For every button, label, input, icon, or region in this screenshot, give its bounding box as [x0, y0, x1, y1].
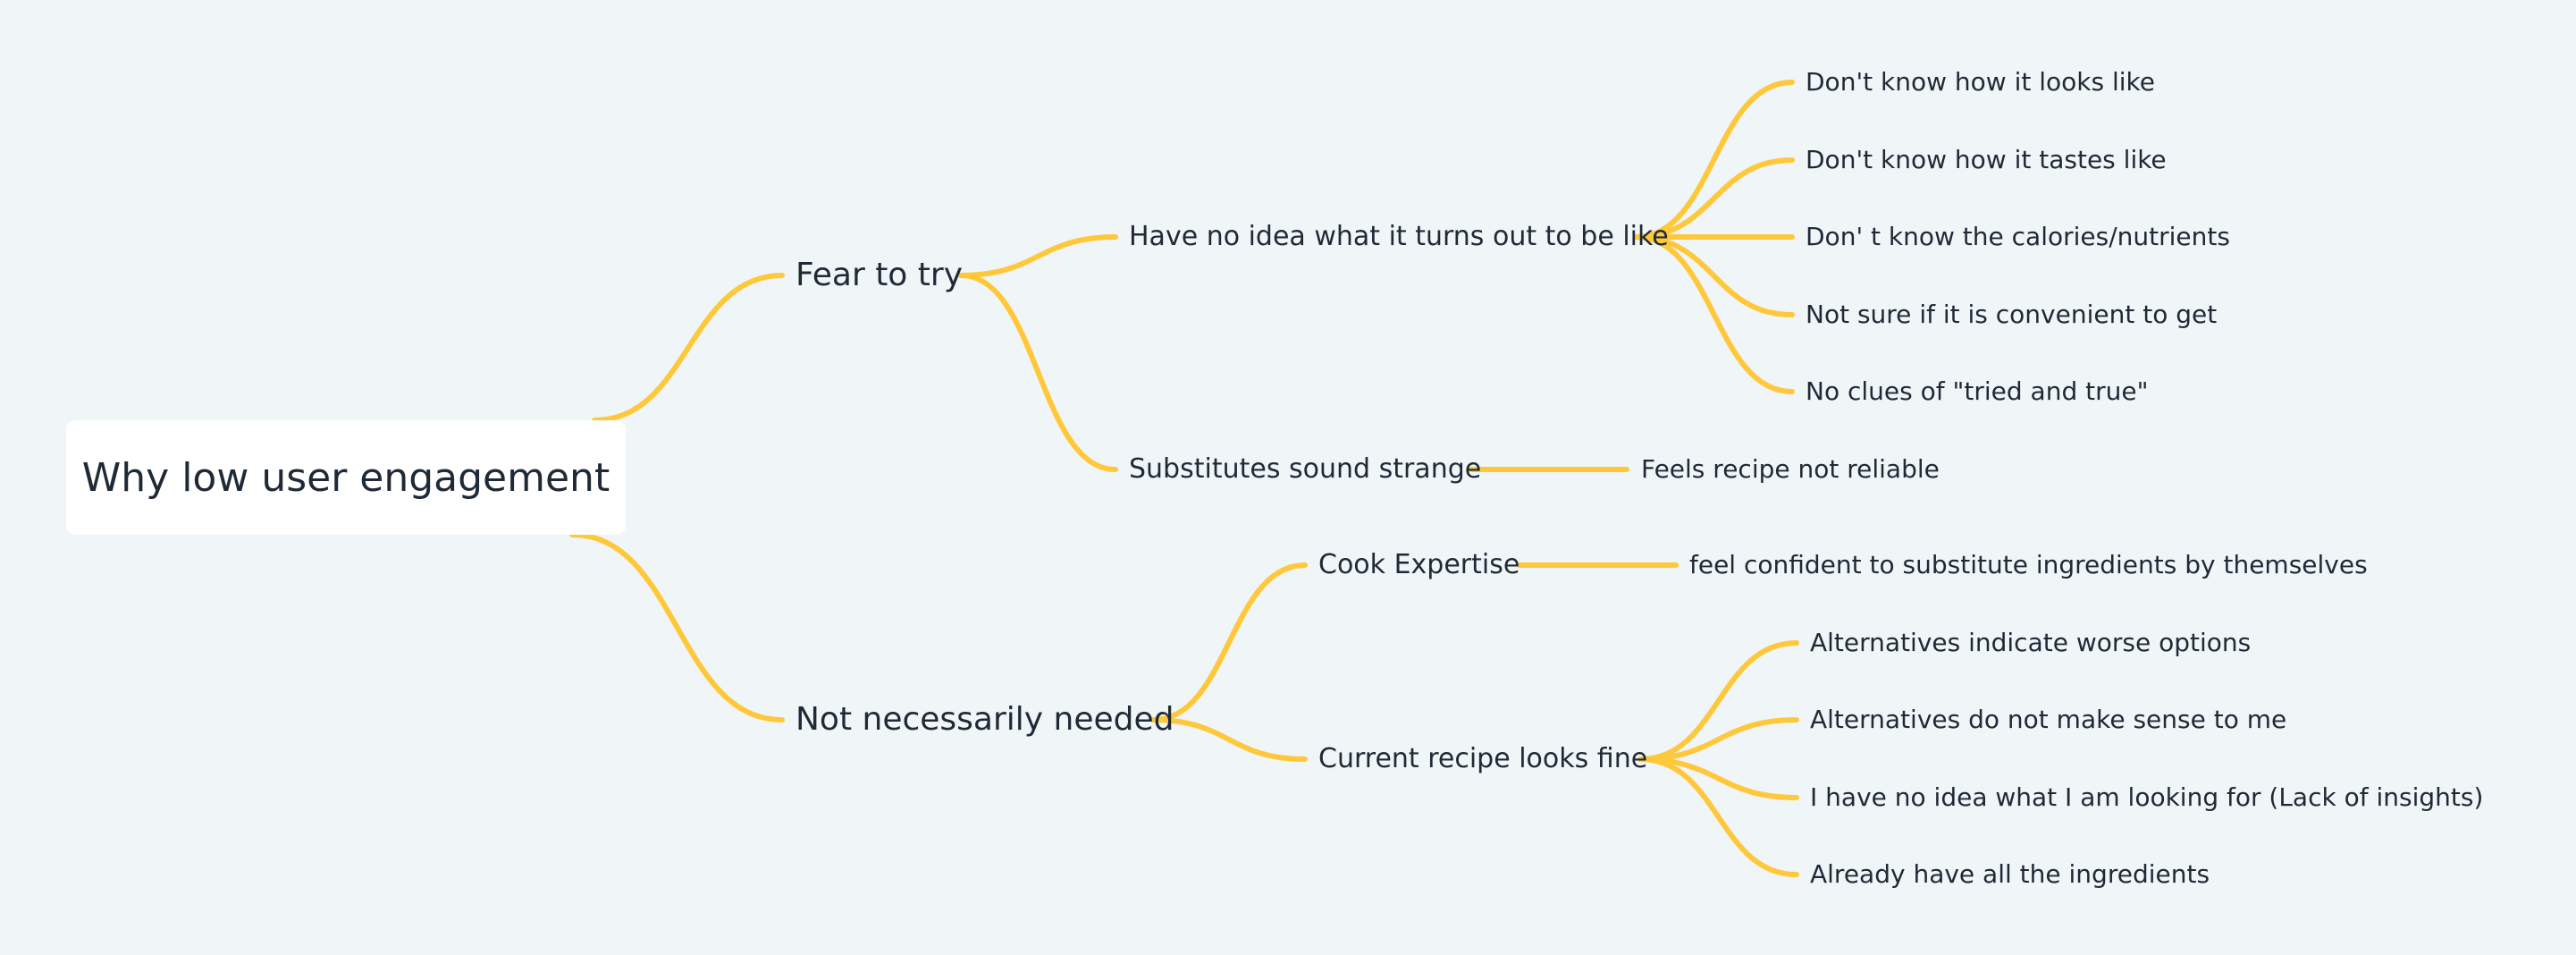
- edge-noidea-leaf-1: [1633, 157, 1795, 240]
- edge-noidea-leaf-0: [1633, 80, 1795, 240]
- leaf-look[interactable]: Don't know how it looks like: [1806, 67, 2155, 97]
- edge-noidea-leaf-4: [1633, 234, 1795, 394]
- branch-not-necessarily-needed[interactable]: Not necessarily needed: [796, 701, 1174, 738]
- leaf-tried-true[interactable]: No clues of "tried and true": [1806, 376, 2149, 406]
- leaf-worse-options[interactable]: Alternatives indicate worse options: [1810, 628, 2252, 657]
- topic-no-idea-outcome[interactable]: Have no idea what it turns out to be lik…: [1129, 221, 1669, 252]
- leaf-have-ingredients[interactable]: Already have all the ingredients: [1810, 859, 2210, 889]
- topic-substitutes-strange[interactable]: Substitutes sound strange: [1129, 453, 1482, 485]
- edge-noidea-leaf-3: [1633, 234, 1795, 317]
- edge-recipe-leaf-2: [1637, 756, 1799, 800]
- leaf-not-reliable[interactable]: Feels recipe not reliable: [1641, 454, 1940, 484]
- branch-fear-to-try[interactable]: Fear to try: [796, 257, 963, 293]
- root-node-label: Why low user engagement: [81, 454, 610, 501]
- root-node[interactable]: Why low user engagement: [66, 420, 626, 535]
- leaf-taste[interactable]: Don't know how it tastes like: [1806, 145, 2167, 174]
- leaf-lack-insights[interactable]: I have no idea what I am looking for (La…: [1810, 782, 2484, 812]
- edge-fear-substitutes: [958, 273, 1118, 472]
- topic-recipe-fine[interactable]: Current recipe looks fine: [1318, 743, 1648, 774]
- edge-fear-noidea: [958, 234, 1118, 278]
- leaf-no-sense[interactable]: Alternatives do not make sense to me: [1810, 705, 2287, 734]
- topic-cook-expertise[interactable]: Cook Expertise: [1318, 549, 1520, 580]
- edge-recipe-leaf-1: [1637, 717, 1799, 762]
- leaf-calories[interactable]: Don' t know the calories/nutrients: [1806, 222, 2230, 251]
- edge-recipe-leaf-3: [1637, 756, 1799, 877]
- edge-needed-recipe: [1150, 717, 1308, 762]
- leaf-convenience[interactable]: Not sure if it is convenient to get: [1806, 300, 2218, 329]
- edge-root-needed: [569, 532, 785, 723]
- edge-recipe-leaf-0: [1637, 640, 1799, 762]
- leaf-confident-substitute[interactable]: feel confident to substitute ingredients…: [1689, 550, 2368, 579]
- edge-root-fear: [592, 273, 785, 423]
- edge-needed-expertise: [1150, 562, 1308, 723]
